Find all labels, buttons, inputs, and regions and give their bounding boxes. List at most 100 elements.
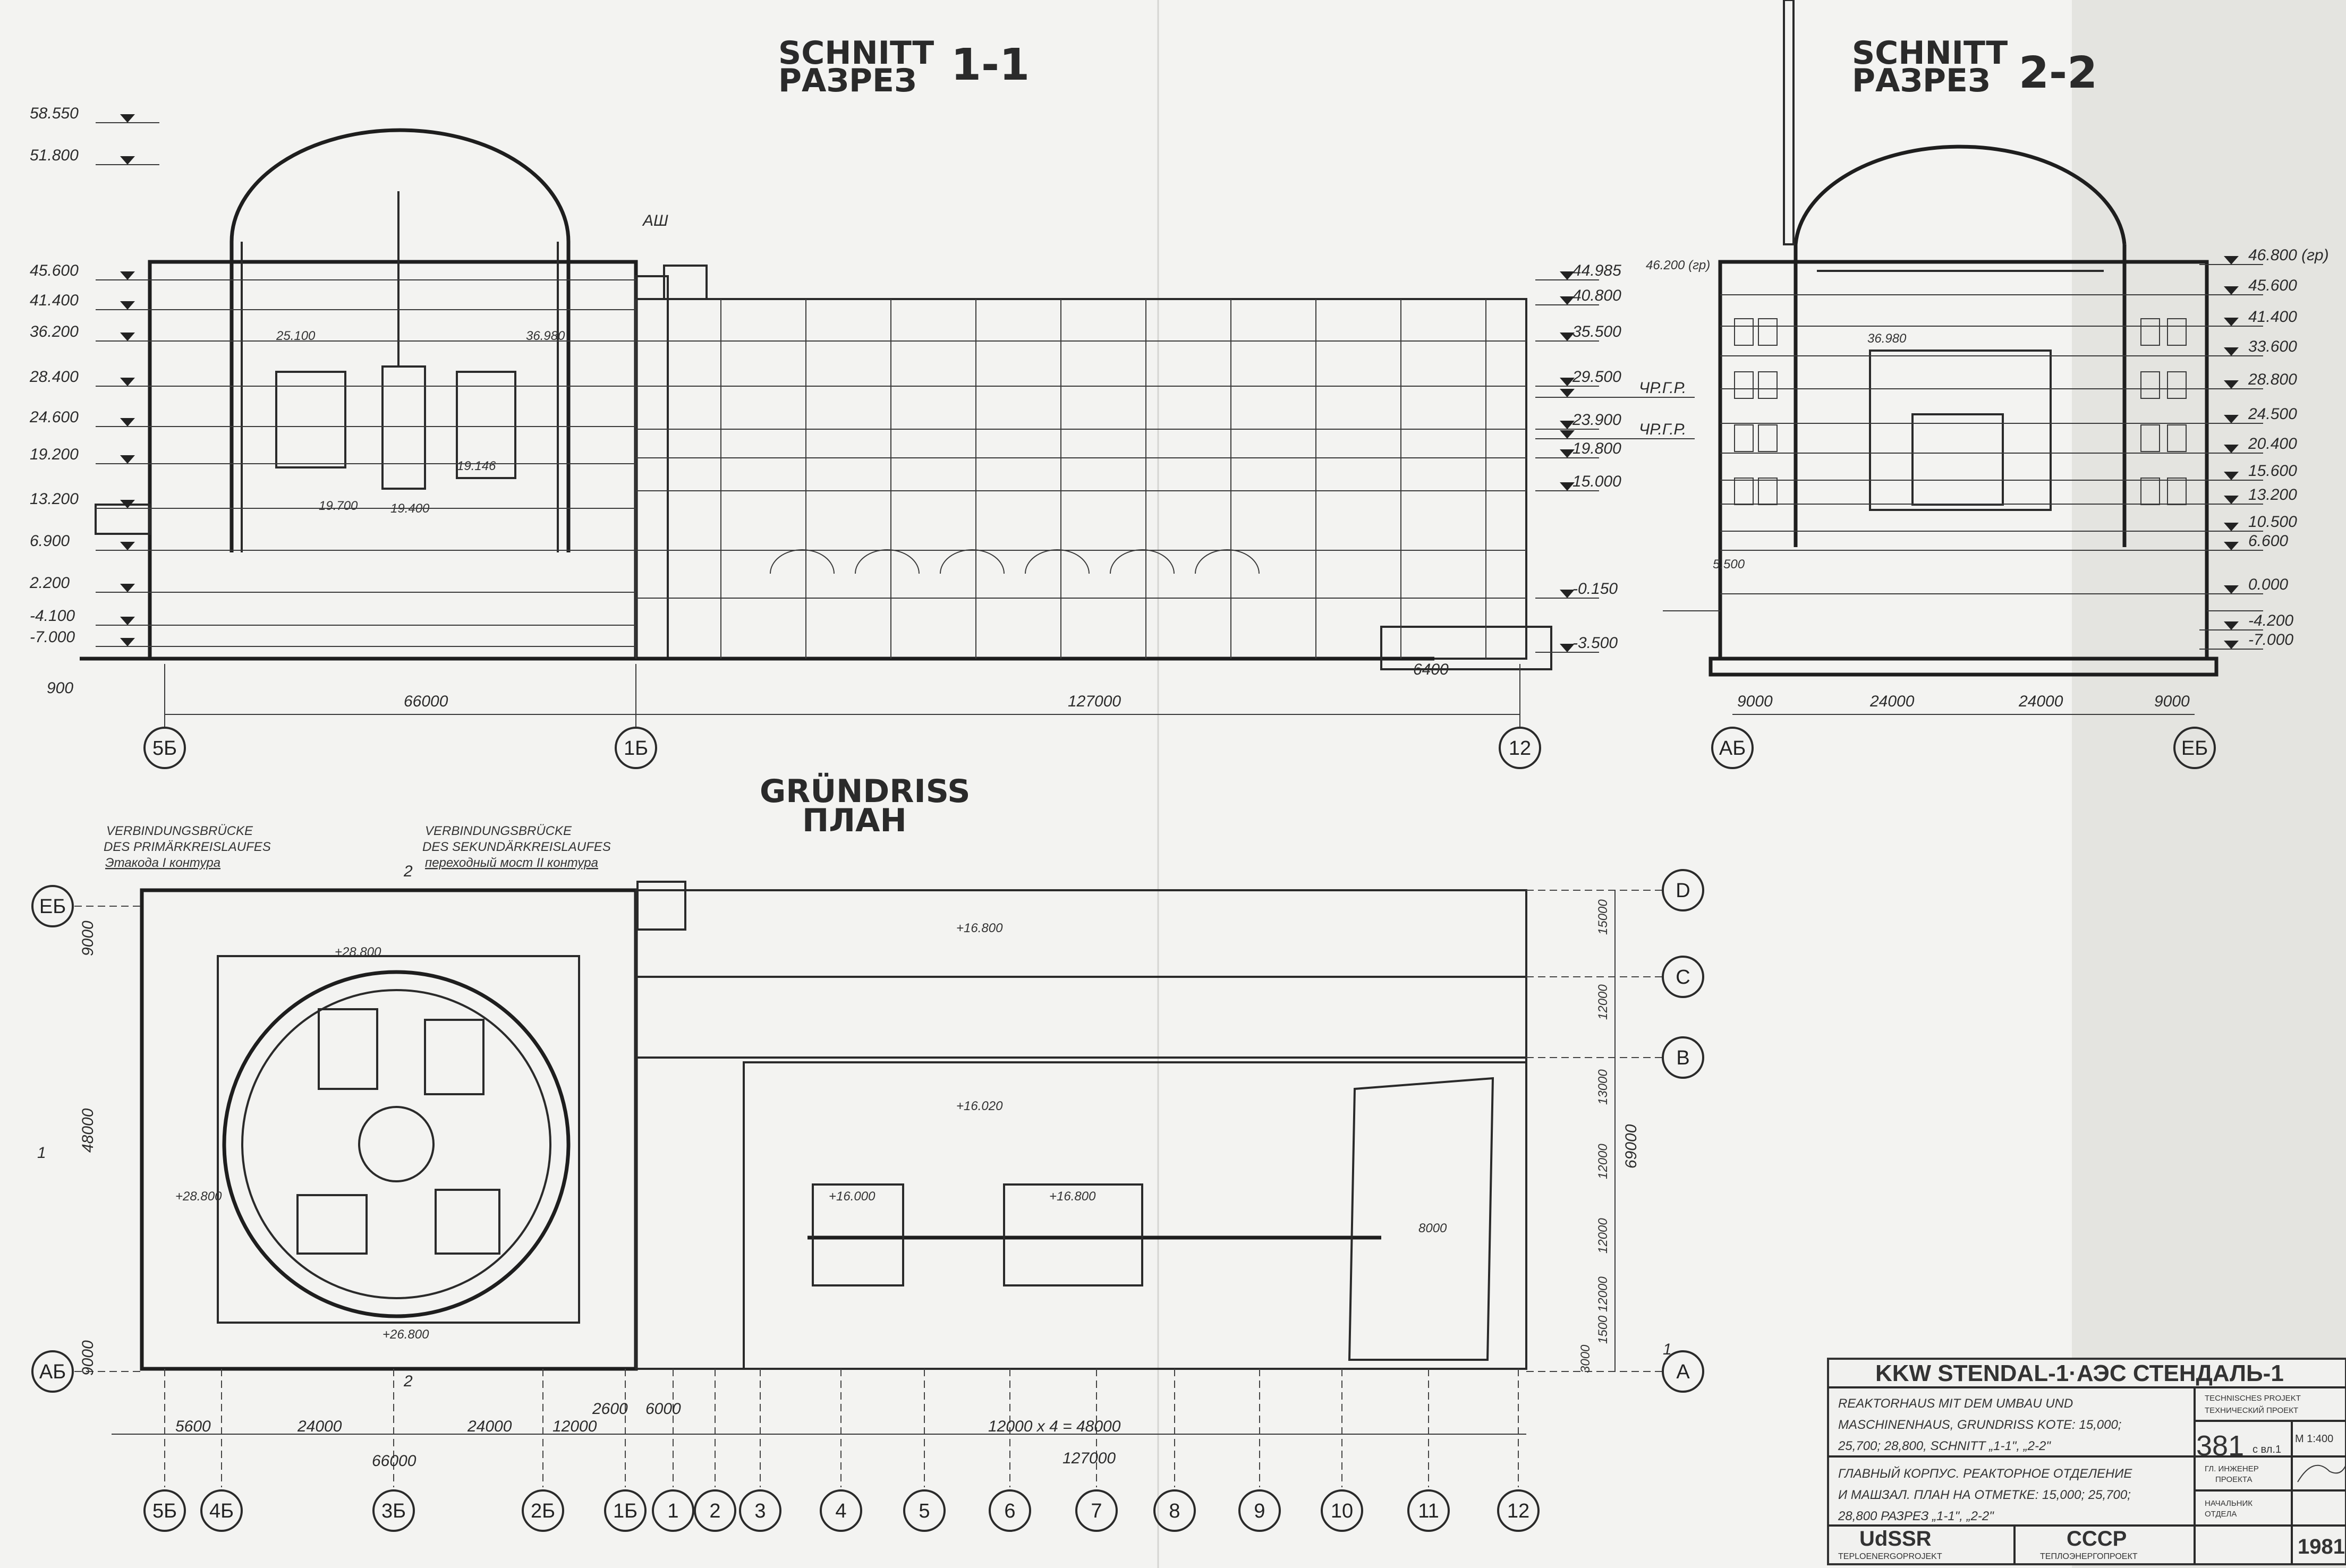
dimension-label: 69000 xyxy=(1622,1124,1640,1169)
room xyxy=(2140,318,2160,346)
grid-axis-label: 1Б xyxy=(613,1500,638,1522)
annex xyxy=(95,504,151,535)
head-of-department: ОТДЕЛА xyxy=(2205,1510,2237,1519)
dimension-label: 24000 xyxy=(467,1418,512,1435)
turbine-hp xyxy=(812,1183,904,1286)
level-label: +16.020 xyxy=(956,1099,1003,1113)
elevation-label: 36.200 xyxy=(30,323,79,340)
grid-axis-label: 12 xyxy=(1507,1500,1529,1522)
dimension-label: 6000 xyxy=(645,1400,681,1418)
machine-hall-plan xyxy=(635,889,1527,1370)
elevation-marker-icon xyxy=(1560,333,1575,341)
grid-axis-label: ЕБ xyxy=(2181,737,2208,760)
elevation-marker-icon xyxy=(1560,389,1575,397)
description-ru: 28,800 РАЗРЕЗ „1-1", „2-2" xyxy=(1838,1509,1994,1523)
elevation-marker-icon xyxy=(1560,449,1575,458)
elevation-label: 28.400 xyxy=(29,368,79,386)
elevation-label: 10.500 xyxy=(2248,513,2297,531)
elevation-label: 35.500 xyxy=(1572,323,1621,340)
grid-axis-label: 6 xyxy=(1004,1500,1015,1522)
level-label: +28.800 xyxy=(175,1189,222,1204)
room xyxy=(1734,424,1754,452)
grid-axis-label: 5Б xyxy=(152,1500,177,1522)
dimension-label: 6400 xyxy=(1413,661,1449,678)
grid-axis-bubble xyxy=(1238,1489,1281,1532)
grid-axis-bubble xyxy=(143,727,186,769)
section-1-title: SCHNITT РАЗРЕЗ 1-1 xyxy=(778,35,1030,99)
dimension-label: 3000 xyxy=(1578,1344,1593,1373)
elevation-label: 20.400 xyxy=(2248,435,2297,453)
dimension-label: 15000 xyxy=(1596,899,1610,935)
grid-axis-bubble xyxy=(1662,1350,1704,1393)
elevation-label: 13.200 xyxy=(2248,486,2297,504)
room xyxy=(2140,371,2160,399)
elevation-label: 46.800 (гр) xyxy=(2248,246,2329,264)
dimension-label: 13000 xyxy=(1596,1069,1610,1105)
elevation-label: 41.400 xyxy=(2248,308,2297,326)
description-ru: ГЛАВНЫЙ КОРПУС. РЕАКТОРНОЕ ОТДЕЛЕНИЕ xyxy=(1838,1466,2132,1481)
dimension-label: 900 xyxy=(47,679,73,697)
dimension-label: 9000 xyxy=(79,1340,97,1376)
org-ru: ТЕПЛОЭНЕРГОПРОЕКТ xyxy=(2040,1552,2138,1561)
dimension-label: 24000 xyxy=(297,1418,342,1435)
scale: М 1:400 xyxy=(2295,1433,2333,1445)
grid-axis-label: 4Б xyxy=(209,1500,234,1522)
dimension-label: 66000 xyxy=(372,1452,416,1470)
elevation-label: 28.800 xyxy=(2248,371,2297,388)
reactor-shaft xyxy=(358,1106,435,1182)
grid-axis-label: 2 xyxy=(709,1500,720,1522)
elevation-label: -7.000 xyxy=(30,628,75,646)
elevation-marker-icon xyxy=(2224,542,2239,550)
containment-dome-2 xyxy=(1794,144,2127,245)
room xyxy=(1758,371,1778,399)
grid-axis-bubble xyxy=(1497,1489,1540,1532)
country-de: UdSSR xyxy=(1859,1527,1932,1550)
arch xyxy=(1025,549,1090,574)
containment-ring xyxy=(222,970,571,1318)
grid-axis-bubble xyxy=(820,1489,862,1532)
elevation-marker-icon xyxy=(2224,347,2239,356)
dimension-label: 12000 xyxy=(1596,1276,1610,1312)
section-2-labels: 46.200 (гр) 5.500 36.980 xyxy=(1646,258,1907,572)
grid-axis-bubble xyxy=(31,1350,74,1393)
reactor-cavity xyxy=(1869,350,2052,511)
room xyxy=(1734,478,1754,505)
elevation-label: 19.800 xyxy=(1572,440,1621,457)
grid-axis-bubble xyxy=(604,1489,647,1532)
level-label: +26.800 xyxy=(382,1327,429,1342)
dimension-label: 12000 xyxy=(1596,1144,1610,1179)
elevation-label: 15.000 xyxy=(1572,473,1621,490)
elevation-marker-icon xyxy=(120,333,135,341)
elevation-label: 29.500 xyxy=(1572,368,1621,386)
grid-axis-bubble xyxy=(1662,956,1704,998)
dimension-label: 12000 xyxy=(552,1418,597,1435)
plan-title-ru: ПЛАН xyxy=(802,802,907,839)
grid-axis-bubble xyxy=(1662,869,1704,911)
elevation-marker-icon xyxy=(2224,496,2239,504)
containment-dome xyxy=(230,128,571,242)
grid-axis-bubble xyxy=(1075,1489,1118,1532)
sheet-number: 381 xyxy=(2196,1430,2244,1462)
elevation-label: 45.600 xyxy=(2248,277,2297,294)
grid-axis-label: B xyxy=(1676,1047,1689,1069)
elevation-marker-icon xyxy=(2224,318,2239,326)
head-of-department: НАЧАЛЬНИК xyxy=(2205,1499,2252,1508)
elevation-marker-icon xyxy=(1560,378,1575,386)
dimension-label: 127000 xyxy=(1068,693,1121,710)
elevation-marker-icon xyxy=(120,114,135,123)
section-1-title-ru: РАЗРЕЗ xyxy=(778,62,917,99)
arch xyxy=(1110,549,1175,574)
elevation-marker-icon xyxy=(2224,621,2239,630)
elevation-label: 44.985 xyxy=(1572,262,1621,279)
elevation-label: -3.500 xyxy=(1572,634,1618,652)
stage-de: TECHNISCHES PROJEKT xyxy=(2205,1394,2301,1403)
room xyxy=(2167,318,2187,346)
grid-axis-label: 10 xyxy=(1331,1500,1353,1522)
grid-axis-bubble xyxy=(2173,727,2216,769)
chief-engineer: ГЛ. ИНЖЕНЕР xyxy=(2205,1464,2259,1473)
stair-tower xyxy=(635,275,669,660)
elevation-label: 24.600 xyxy=(29,408,79,426)
room xyxy=(2167,371,2187,399)
description-de: REAKTORHAUS MIT DEM UMBAU UND xyxy=(1838,1396,2073,1411)
section-1-title-de: SCHNITT xyxy=(778,35,934,72)
